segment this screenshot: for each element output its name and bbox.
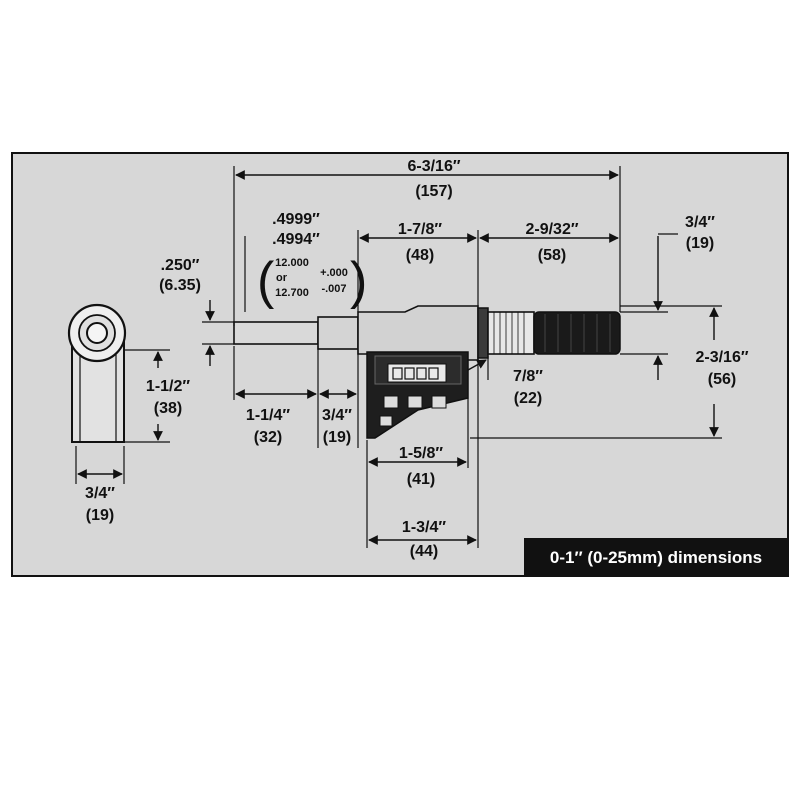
display-span-mm: (44): [410, 543, 438, 560]
dim-end-view-height: 1-1/2″ (38): [124, 349, 190, 443]
overall-length-mm: (157): [415, 183, 452, 200]
dim-spindle-length: 1-1/4″ (32): [233, 346, 319, 448]
end-view-height-inch: 1-1/2″: [146, 378, 190, 395]
dim-end-view-width: 3/4″ (19): [75, 446, 125, 524]
stem-length-mm: (48): [406, 247, 434, 264]
clamp-length-mm: (19): [323, 429, 351, 446]
thimble-dia-inch: 3/4″: [685, 214, 715, 231]
thimble-gap-mm: (22): [514, 390, 542, 407]
dim-overall-height: 2-3/16″ (56): [470, 305, 749, 439]
spindle-dia-inch: .250″: [161, 257, 200, 274]
dim-thimble-dia: 3/4″ (19): [620, 214, 715, 380]
stem-dia-tol-minus: -.007: [321, 283, 346, 295]
stem-dia-tol-plus: +.000: [320, 267, 348, 279]
end-view-height-mm: (38): [154, 400, 182, 417]
thimble-dia-mm: (19): [686, 235, 714, 252]
end-view-width-inch: 3/4″: [85, 485, 115, 502]
overall-height-inch: 2-3/16″: [695, 349, 748, 366]
caption-text: 0-1″ (0-25mm) dimensions: [550, 548, 762, 567]
end-view: [67, 303, 127, 443]
overall-length-inch: 6-3/16″: [407, 158, 460, 175]
thimble-length-mm: (58): [538, 247, 566, 264]
spindle-length-mm: (32): [254, 429, 282, 446]
stem-dia-open-paren: (: [257, 252, 275, 310]
spindle-dia-mm: (6.35): [159, 277, 201, 294]
stem-dia-mm-or: or: [276, 272, 288, 284]
display-width-inch: 1-5/8″: [399, 445, 443, 462]
dim-thimble-length: 2-9/32″ (58): [479, 221, 619, 264]
caption-banner: 0-1″ (0-25mm) dimensions: [524, 538, 788, 576]
stem-dia-mm-a: 12.000: [275, 257, 309, 269]
dim-display-width: 1-5/8″ (41): [366, 398, 469, 548]
dim-display-span: 1-3/4″ (44): [368, 360, 479, 560]
thimble-gap-inch: 7/8″: [513, 368, 543, 385]
clamp-length-inch: 3/4″: [322, 407, 352, 424]
spindle-length-inch: 1-1/4″: [246, 407, 290, 424]
dim-overall-length: 6-3/16″ (157): [233, 158, 621, 326]
dim-spindle-dia: .250″ (6.35): [159, 257, 234, 366]
stem-dia-inch-max: .4999″: [272, 211, 320, 228]
stem-dia-mm-b: 12.700: [275, 287, 309, 299]
display-width-mm: (41): [407, 471, 435, 488]
stem-dia-close-paren: ): [350, 252, 367, 310]
dim-clamp-length: 3/4″ (19): [319, 350, 359, 448]
stem-length-inch: 1-7/8″: [398, 221, 442, 238]
stem-dia-inch-min: .4994″: [272, 231, 320, 248]
dim-stem-length: 1-7/8″ (48): [357, 221, 479, 312]
end-view-width-mm: (19): [86, 507, 114, 524]
dim-thimble-gap: 7/8″ (22): [467, 356, 543, 407]
thimble-length-inch: 2-9/32″: [525, 221, 578, 238]
dim-stem-dia: .4999″ .4994″ ( ) 12.000 or 12.700 +.000…: [244, 211, 367, 312]
micrometer-head: [233, 305, 621, 439]
overall-height-mm: (56): [708, 371, 736, 388]
display-span-inch: 1-3/4″: [402, 519, 446, 536]
